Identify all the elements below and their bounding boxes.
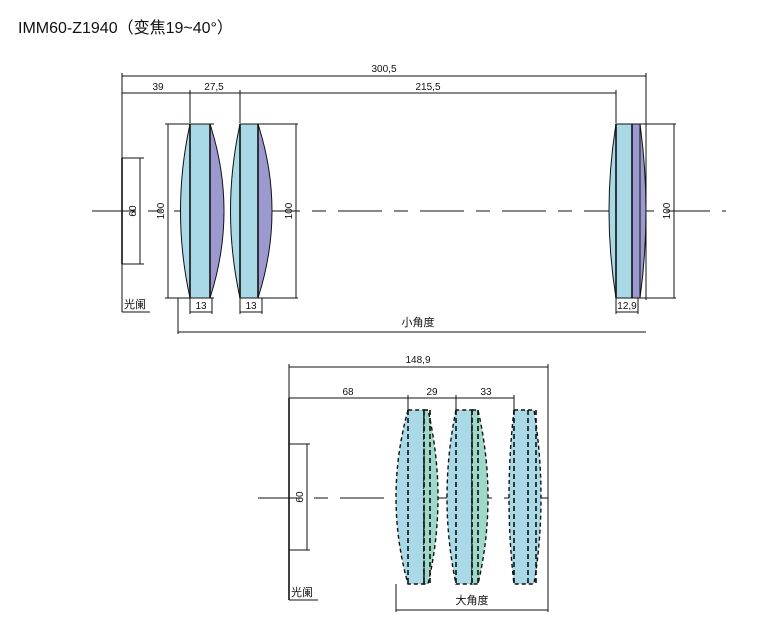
dimension-row: 39 27,5 215,5	[122, 82, 617, 123]
dimension-overall-bottom-label: 148,9	[405, 355, 430, 366]
lens-3-thickness-label: 12,9	[617, 301, 637, 312]
aperture-stop: 60 光阑	[121, 157, 150, 313]
small-angle-caption: 小角度	[402, 315, 435, 329]
dimension-first-gap: 39	[152, 82, 164, 93]
lens-2-height-dim: 100	[262, 123, 298, 299]
small-angle-bracket: 小角度	[177, 298, 646, 334]
dimension-long-gap: 215,5	[415, 82, 440, 93]
aperture-height-bottom-label: 60	[295, 491, 306, 503]
lens-2	[230, 123, 273, 299]
large-angle-caption: 大角度	[456, 593, 489, 607]
diagram-title: IMM60-Z1940（变焦19~40°）	[18, 20, 233, 37]
lens-1-thickness-label: 13	[195, 301, 207, 312]
dimension-row-bottom: 68 29 33	[289, 387, 515, 410]
dimension-gap2-bottom: 29	[426, 387, 438, 398]
lens-b-bottom	[446, 409, 489, 585]
dimension-lens-spacing: 27,5	[204, 82, 224, 93]
lens-c-bottom	[508, 409, 542, 585]
aperture-label-bottom: 光阑	[291, 585, 313, 599]
dimension-first-gap-bottom: 68	[342, 387, 354, 398]
small-angle-configuration: 300,5 39 27,5 215,5 60 光阑	[92, 64, 726, 334]
lens-thickness-dims: 13 13 12,9	[189, 298, 639, 314]
dimension-overall-label: 300,5	[371, 64, 396, 75]
aperture-stop-bottom: 60 光阑	[288, 398, 318, 601]
dimension-gap3-bottom: 33	[480, 387, 492, 398]
lens-a-bottom	[395, 409, 439, 585]
lens-2-height-label: 100	[284, 202, 295, 219]
large-angle-bracket: 大角度	[395, 584, 548, 612]
lens-2-thickness-label: 13	[245, 301, 257, 312]
lens-1-height-label: 100	[156, 202, 167, 219]
lens-3: 100	[608, 123, 676, 299]
aperture-label: 光阑	[124, 297, 146, 311]
large-angle-configuration: 148,9 68 29 33 60 光阑	[258, 355, 560, 612]
lens-3-height-label: 100	[662, 202, 673, 219]
aperture-height-label: 60	[128, 205, 139, 217]
dimension-overall-bottom: 148,9	[288, 355, 549, 612]
lens-1	[180, 123, 225, 299]
